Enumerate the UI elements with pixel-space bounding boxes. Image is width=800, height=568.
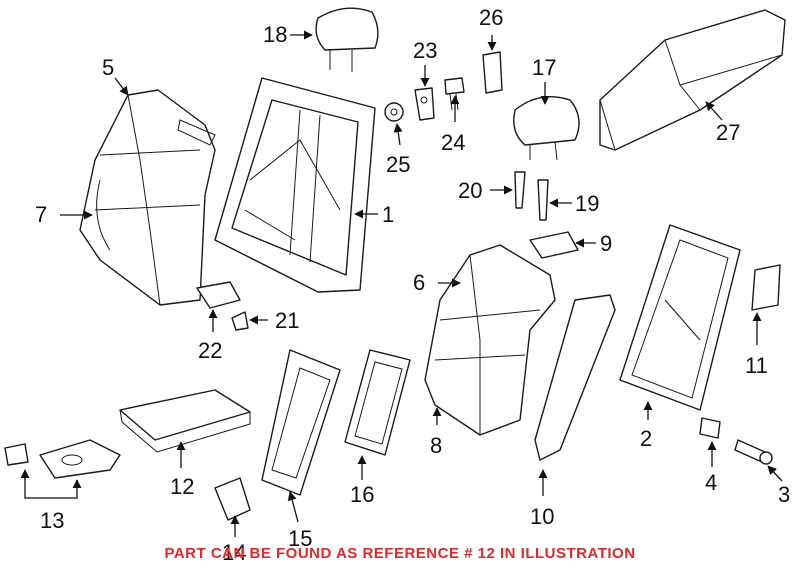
part-19-pin <box>537 179 549 221</box>
callout-numbers: 1 2 3 4 5 6 7 8 9 10 11 12 13 14 15 16 1… <box>35 5 790 565</box>
callout-16: 16 <box>350 482 374 507</box>
part-20-pin <box>514 171 526 209</box>
callout-6: 6 <box>413 270 425 295</box>
part-16-panel <box>344 349 411 456</box>
callout-18: 18 <box>263 22 287 47</box>
callout-12: 12 <box>170 474 194 499</box>
part-22-clip <box>196 281 241 309</box>
part-9-pad <box>529 231 579 259</box>
part-15-panel <box>261 349 341 496</box>
callout-leaders <box>20 30 783 537</box>
callout-8: 8 <box>430 433 442 458</box>
callout-9: 9 <box>600 231 612 256</box>
callout-27: 27 <box>716 120 740 145</box>
part-23-bracket <box>414 87 435 121</box>
callout-20: 20 <box>458 178 482 203</box>
part-14-trim <box>214 477 251 521</box>
part-25-washer <box>384 102 404 122</box>
part-11-latch <box>751 264 781 311</box>
part-6-8-seat-back-cushion <box>424 244 556 436</box>
part-2-seat-frame <box>619 224 741 411</box>
callout-7: 7 <box>35 202 47 227</box>
callout-14: 14 <box>222 540 246 565</box>
callout-26: 26 <box>479 5 503 30</box>
callout-24: 24 <box>441 130 465 155</box>
callout-21: 21 <box>275 308 299 333</box>
callout-23: 23 <box>413 38 437 63</box>
part-18-headrest <box>315 7 379 72</box>
part-13-cup-holder <box>4 439 121 479</box>
callout-25: 25 <box>386 152 410 177</box>
callout-1: 1 <box>382 202 394 227</box>
part-12-armrest-pad <box>119 389 251 453</box>
callout-5: 5 <box>102 55 114 80</box>
callout-19: 19 <box>575 191 599 216</box>
part-3-bolt <box>734 439 773 465</box>
part-27-armrest <box>599 9 786 151</box>
callout-13: 13 <box>40 508 64 533</box>
part-10-side-trim <box>534 294 616 461</box>
part-26-clip <box>482 51 503 94</box>
callout-11: 11 <box>745 353 768 378</box>
reference-notice: PART CAN BE FOUND AS REFERENCE # 12 IN I… <box>164 545 635 562</box>
part-5-7-seat-back-cushion <box>79 89 216 306</box>
part-21-clip <box>231 311 249 331</box>
callout-17: 17 <box>532 55 556 80</box>
callout-15: 15 <box>288 526 312 551</box>
callout-4: 4 <box>705 470 717 495</box>
callout-3: 3 <box>778 482 790 507</box>
part-1-seat-back-frame <box>214 77 376 293</box>
callout-2: 2 <box>640 426 652 451</box>
part-4-nut <box>699 417 721 439</box>
callout-10: 10 <box>530 504 554 529</box>
callout-22: 22 <box>198 338 222 363</box>
part-17-headrest <box>513 96 580 161</box>
